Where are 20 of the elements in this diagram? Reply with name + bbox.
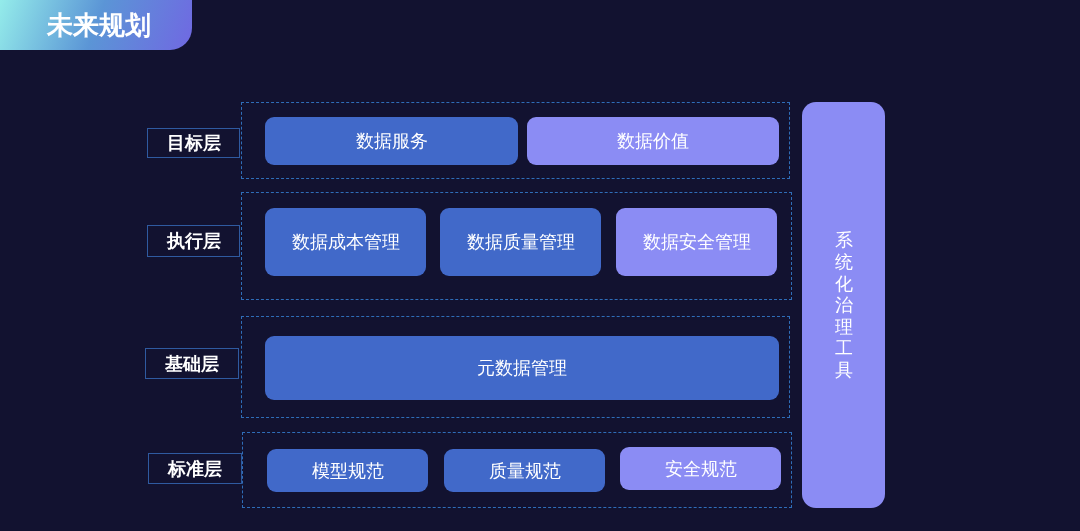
module-box: 质量规范: [444, 449, 605, 492]
tool-bar: [802, 102, 885, 508]
layer-label: 执行层: [147, 225, 240, 257]
module-box: 数据质量管理: [440, 208, 601, 276]
layer-frame: [241, 102, 790, 179]
module-box: 数据价值: [527, 117, 779, 165]
layer-label: 目标层: [147, 128, 240, 158]
module-box: 数据服务: [265, 117, 518, 165]
layer-frame: [242, 432, 792, 508]
title-tab: 未来规划: [0, 0, 192, 50]
module-box: 安全规范: [620, 447, 781, 490]
layer-frame: [241, 192, 792, 300]
vertical-label: 系统化治理工具: [833, 229, 854, 381]
module-box: 元数据管理: [265, 336, 779, 400]
module-box: 数据安全管理: [616, 208, 777, 276]
layer-label: 基础层: [145, 348, 239, 379]
layer-frame: [241, 316, 790, 418]
module-box: 模型规范: [267, 449, 428, 492]
module-box: 数据成本管理: [265, 208, 426, 276]
layer-label: 标准层: [148, 453, 242, 484]
